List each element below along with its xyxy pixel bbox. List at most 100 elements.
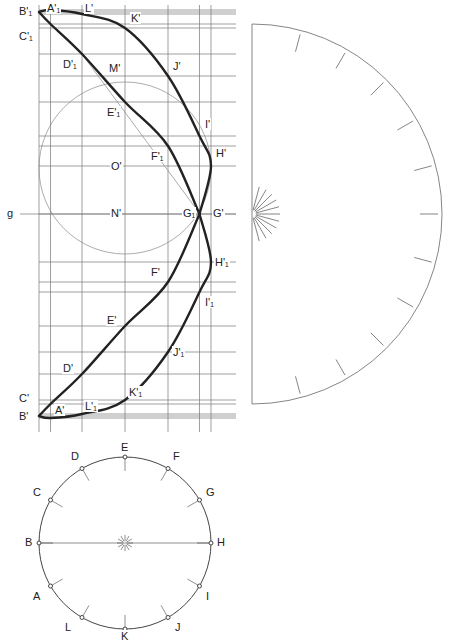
construction-line <box>82 54 200 214</box>
centre-tick <box>127 539 132 542</box>
fan-line <box>254 190 266 211</box>
height-line <box>39 404 236 405</box>
point-label: L' <box>84 2 94 14</box>
point-label: E'₁ <box>106 106 121 118</box>
point-label: N' <box>110 207 122 219</box>
plan-diameter <box>39 543 211 544</box>
division-point <box>166 615 170 619</box>
division-tick <box>336 53 345 69</box>
division-point <box>80 467 84 471</box>
helix-curve <box>39 12 200 214</box>
point-label: J' <box>172 60 182 72</box>
division-tick <box>414 166 431 171</box>
division-label: E <box>120 441 129 453</box>
projector-line <box>168 5 169 432</box>
point-label: H' <box>215 147 227 159</box>
point-label: B'₁ <box>18 5 33 17</box>
centre-tick <box>127 543 133 544</box>
division-label: K <box>120 630 129 642</box>
semicircle-arc <box>252 24 442 404</box>
height-line <box>39 292 236 293</box>
division-point <box>49 584 53 588</box>
fan-line <box>256 207 279 213</box>
point-label: I'₁ <box>204 296 215 308</box>
division-point <box>197 584 201 588</box>
point-label: I' <box>204 118 211 130</box>
height-line <box>39 54 236 55</box>
height-line <box>39 414 236 415</box>
fan-line <box>255 216 276 228</box>
point-label: F'₁ <box>150 150 165 162</box>
centre-tick <box>118 539 123 542</box>
division-label: F <box>172 450 181 462</box>
point-label: M' <box>108 62 121 74</box>
point-label: E' <box>106 314 117 326</box>
division-tick <box>420 214 438 215</box>
division-tick <box>414 257 431 262</box>
point-label: G₁ <box>182 207 196 219</box>
division-tick <box>336 359 345 375</box>
centre-tick <box>127 544 132 547</box>
helix-curve <box>39 214 200 416</box>
point-label: g <box>6 207 14 219</box>
division-point <box>197 498 201 502</box>
division-point <box>123 455 127 459</box>
projector-line <box>125 5 126 432</box>
semicircle-diameter <box>252 24 253 404</box>
division-point <box>209 541 213 545</box>
centre-tick <box>121 545 124 550</box>
projector-line <box>50 5 51 432</box>
fan-line <box>255 194 272 211</box>
centre-tick <box>125 545 126 551</box>
height-line <box>39 76 236 77</box>
point-label: C'₁ <box>18 30 34 42</box>
height-line <box>39 166 236 167</box>
fan-line <box>255 217 272 234</box>
point-label: F' <box>150 266 161 278</box>
height-line <box>39 102 236 103</box>
division-label: G <box>205 486 216 498</box>
division-point <box>49 498 53 502</box>
centre-tick <box>126 545 129 550</box>
helix-curve <box>39 10 211 214</box>
plan-circle <box>39 457 211 629</box>
projector-line <box>82 5 83 432</box>
fan-line <box>256 214 280 215</box>
point-label: A' <box>54 404 65 416</box>
plan-circle <box>37 455 213 631</box>
point-label: C' <box>18 392 30 404</box>
point-label: H'₁ <box>214 256 230 268</box>
centre-tick <box>117 543 123 544</box>
point-label: O' <box>110 160 123 172</box>
division-label: H <box>216 536 226 548</box>
height-line <box>39 262 236 263</box>
division-label: B <box>24 536 33 548</box>
point-label: K' <box>130 12 141 24</box>
projector-line <box>39 5 40 432</box>
point-label: B' <box>18 410 29 422</box>
helix-curve <box>39 10 211 418</box>
construction-grid <box>20 5 236 432</box>
height-line <box>39 326 236 327</box>
division-tick <box>295 34 300 51</box>
division-tick <box>397 121 413 130</box>
point-label: D'₁ <box>62 58 78 70</box>
division-label: J <box>174 621 182 633</box>
height-line <box>39 352 236 353</box>
centre-tick <box>126 536 129 541</box>
division-label: I <box>205 590 210 602</box>
height-line <box>39 146 236 147</box>
height-line <box>39 28 236 29</box>
division-tick <box>397 298 413 307</box>
point-label: L'₁ <box>84 400 98 412</box>
point-label: J'₁ <box>172 346 185 358</box>
division-label: D <box>70 450 80 462</box>
division-tick <box>371 333 384 346</box>
division-tick <box>371 82 384 95</box>
point-label: D' <box>62 362 74 374</box>
division-point <box>80 615 84 619</box>
division-tick <box>295 376 300 393</box>
centre-tick <box>121 536 124 541</box>
division-point <box>37 541 41 545</box>
